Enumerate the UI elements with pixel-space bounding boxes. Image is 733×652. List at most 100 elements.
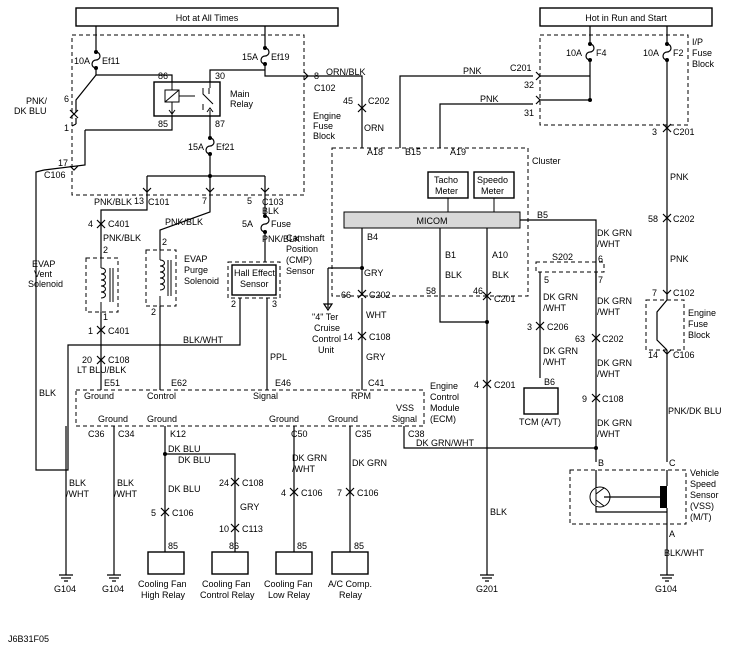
ground-g104-left-icon — [59, 574, 73, 582]
engine-fuse-block-label-3: Block — [313, 131, 336, 141]
c108-pin-9: 9 — [582, 394, 587, 404]
cmp-label-4: Sensor — [286, 266, 315, 276]
wire-pnk-blk-4: PNK/BLK — [262, 234, 300, 244]
fan-ctrl-label-2: Control Relay — [200, 590, 255, 600]
c201-low: C201 — [494, 380, 516, 390]
ecm-ground-5: Ground — [328, 414, 358, 424]
ip-c201: C201 — [510, 63, 532, 73]
ecm-ground-3: Ground — [147, 414, 177, 424]
figure-id: J6B31F05 — [8, 634, 49, 644]
c108-pin-14: 14 — [343, 332, 353, 342]
relay-pin-87: 87 — [215, 119, 225, 129]
cluster-outline — [331, 147, 529, 297]
wire-dk-blu-2: DK BLU — [178, 455, 211, 465]
ecm-pin-c36: C36 — [88, 429, 105, 439]
efb-pin-17: 17 — [58, 158, 68, 168]
wire-ppl: PPL — [270, 352, 287, 362]
ecm-pin-c35: C35 — [355, 429, 372, 439]
tacho-label-1: Tacho — [434, 175, 458, 185]
efb-right-label-3: Block — [688, 330, 711, 340]
c106-b: C106 — [301, 488, 323, 498]
wire-pnk-dk-blu-right: PNK/DK BLU — [668, 406, 722, 416]
evap-purge-solenoid — [145, 249, 177, 307]
wire-dk-grn-wht-vss: DK GRN/WHT — [416, 438, 474, 448]
cluster-pin-a19: A19 — [450, 147, 466, 157]
wire-pnk-dk-blu-1: PNK/ — [26, 96, 48, 106]
cluster-pin-b4: B4 — [367, 232, 378, 242]
speedo-meter — [473, 171, 515, 212]
wire-pnk-dk-blu-2: DK BLU — [14, 106, 47, 116]
cluster-pin-b1: B1 — [445, 250, 456, 260]
s202-outline — [535, 261, 605, 273]
cooling-fan-low-relay — [275, 551, 313, 575]
cluster-pin-b5: B5 — [537, 210, 548, 220]
wire-gry-3: GRY — [240, 502, 259, 512]
ground-g201: G201 — [476, 584, 498, 594]
evap-vent-label-1: EVAP — [32, 259, 55, 269]
c113-pin-10: 10 — [219, 524, 229, 534]
ecm-outline — [75, 389, 425, 427]
hot-at-all-times-box: Hot at All Times — [75, 7, 339, 27]
s202-label: S202 — [552, 252, 573, 262]
ip-c201-low: C201 — [673, 127, 695, 137]
c108-left: C108 — [108, 355, 130, 365]
wire-pnk-3: PNK — [670, 172, 689, 182]
cmp-label-1: Camshaft — [286, 233, 325, 243]
evap-purge-pin-2: 2 — [162, 237, 167, 247]
wire-dk-grn-wht-r3-1: DK GRN — [597, 358, 632, 368]
hall-effect-sensor — [227, 261, 281, 299]
ground-g104-mid-icon — [107, 574, 121, 582]
fan-high-label-1: Cooling Fan — [138, 579, 187, 589]
ecm-ground-1: Ground — [84, 391, 114, 401]
cooling-fan-high-relay — [147, 551, 185, 575]
wire-dk-grn-wht-b5-1: DK GRN — [597, 228, 632, 238]
cmp-pin-3: 3 — [272, 299, 277, 309]
cluster-label: Cluster — [532, 156, 561, 166]
efb-c103: C103 — [262, 197, 284, 207]
wire-pnk-1: PNK — [463, 66, 482, 76]
tacho-label-2: Meter — [435, 186, 458, 196]
ecm-signal: Signal — [253, 391, 278, 401]
engine-fuse-block-outline — [71, 34, 305, 196]
ac-pin: 85 — [354, 541, 364, 551]
ef21-name: Ef21 — [216, 142, 235, 152]
s202-pin-5: 5 — [544, 275, 549, 285]
evap-purge-pin-1: 2 — [151, 307, 156, 317]
tcm-pin-b6: B6 — [544, 377, 555, 387]
ecm-vss-1: VSS — [396, 403, 414, 413]
wire-pnk-blk-1: PNK/BLK — [94, 197, 132, 207]
vss-label-4: (VSS) — [690, 501, 714, 511]
wire-blk-b1: BLK — [445, 270, 462, 280]
efb-c102: C102 — [314, 83, 336, 93]
c201-mid: C201 — [494, 294, 516, 304]
f4-amp: 10A — [566, 48, 582, 58]
cmp-label-2: Position — [286, 244, 318, 254]
vss-outline — [569, 469, 687, 525]
cooling-fan-control-relay — [211, 551, 249, 575]
ecm-label-3: Module — [430, 403, 460, 413]
efb-c101: C101 — [148, 197, 170, 207]
ecm-vss-2: Signal — [392, 414, 417, 424]
fuse-5a-amp: 5A — [242, 219, 253, 229]
ecm-pin-e46: E46 — [275, 378, 291, 388]
relay-pin-86: 86 — [158, 71, 168, 81]
fan-ctrl-label-1: Cooling Fan — [202, 579, 251, 589]
cmp-label-3: (CMP) — [286, 255, 312, 265]
c202-pin-66: 66 — [341, 290, 351, 300]
ip-pin-31: 31 — [524, 108, 534, 118]
c202-pin-58r: 58 — [648, 214, 658, 224]
c202-right: C202 — [673, 214, 695, 224]
ecm-ground-2: Ground — [98, 414, 128, 424]
efb-right-label-1: Engine — [688, 308, 716, 318]
ground-g104-mid: G104 — [102, 584, 124, 594]
ef11-name: Ef11 — [102, 56, 120, 66]
f4-name: F4 — [596, 48, 607, 58]
fan-low-pin: 85 — [297, 541, 307, 551]
wire-lt-blu-blk: LT BLU/BLK — [77, 365, 126, 375]
c102-right: C102 — [673, 288, 695, 298]
wire-dk-grn-wht-r4-2: /WHT — [597, 429, 620, 439]
ip-fuse-block-outline — [539, 34, 689, 126]
ip-fuse-block-label-3: Block — [692, 59, 715, 69]
engine-fuse-block-label-2: Fuse — [313, 121, 333, 131]
cruise-label-4: Unit — [318, 345, 335, 355]
